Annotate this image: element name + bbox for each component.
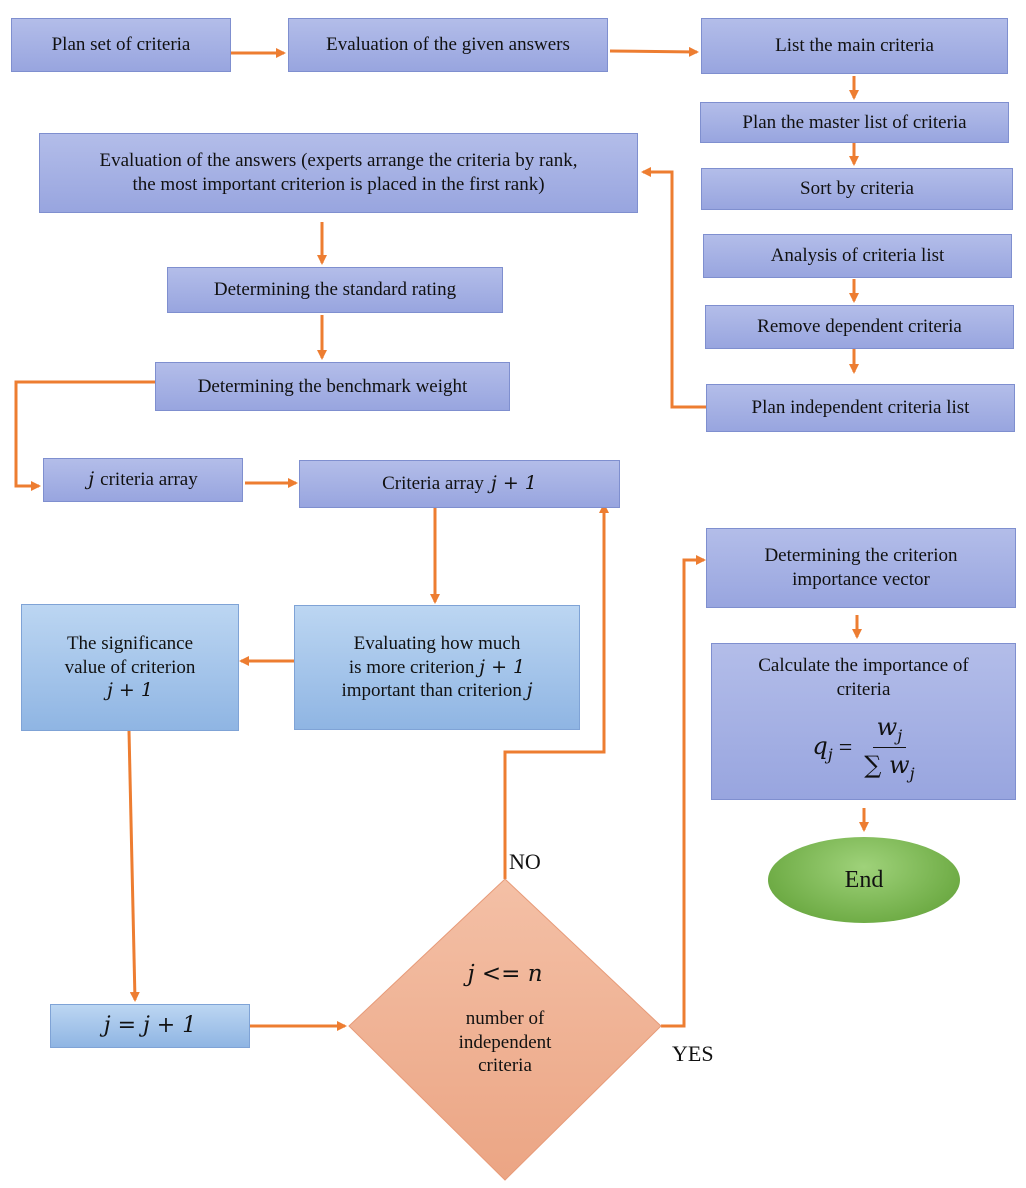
arrow-weight-to-j-array xyxy=(14,380,155,491)
decision-text-line-1: number of xyxy=(465,1007,545,1029)
arrow-decision-yes xyxy=(661,555,706,1028)
node-criterion-importance-vector: Determining the criterion importance vec… xyxy=(706,528,1016,608)
decision-text-line-3: criteria xyxy=(478,1055,532,1077)
node-math: j + 1 xyxy=(107,679,153,702)
end-terminal: End xyxy=(768,837,960,923)
node-text-line-2: the most important criterion is placed i… xyxy=(132,174,545,195)
node-plan-independent-criteria-list: Plan independent criteria list xyxy=(706,384,1015,432)
decision-condition: j <= n xyxy=(467,961,543,987)
node-math: j + 1 xyxy=(490,472,537,495)
end-text: End xyxy=(844,866,884,893)
node-text: Remove dependent criteria xyxy=(757,316,962,338)
decision-text-line-2: independent xyxy=(458,1031,552,1053)
node-increment-j: j = j + 1 xyxy=(50,1004,250,1048)
label-yes: YES xyxy=(672,1041,714,1066)
node-remove-dependent-criteria: Remove dependent criteria xyxy=(705,305,1014,349)
node-evaluating-how-much: Evaluating how much is more criterion j … xyxy=(294,605,580,730)
node-plan-master-list: Plan the master list of criteria xyxy=(700,102,1009,143)
node-text-line-1: Evaluating how much xyxy=(353,632,521,654)
arrow-decision-no-loop xyxy=(503,503,609,879)
node-text: Plan the master list of criteria xyxy=(742,111,967,133)
node-analysis-of-criteria-list: Analysis of criteria list xyxy=(703,234,1012,278)
node-list-main-criteria: List the main criteria xyxy=(701,18,1008,74)
node-text-line-2: value of criterion xyxy=(64,656,196,678)
node-text-line-2: is more criterion j + 1 xyxy=(349,656,525,680)
node-text: Sort by criteria xyxy=(800,178,914,200)
node-text-line-2: criteria xyxy=(836,678,891,700)
node-criteria-array-j-plus-1: Criteria array j + 1 xyxy=(299,460,620,508)
node-text: Plan set of criteria xyxy=(51,34,191,56)
node-determining-benchmark-weight: Determining the benchmark weight xyxy=(155,362,510,411)
formula-fraction: wj ∑ wj xyxy=(864,712,915,784)
node-text: is more criterion xyxy=(348,656,475,678)
node-sort-by-criteria: Sort by criteria xyxy=(701,168,1013,210)
node-math: j xyxy=(526,679,533,702)
importance-formula: qj = wj ∑ wj xyxy=(812,712,914,785)
node-math: j + 1 xyxy=(479,655,526,678)
node-text: Determining the benchmark weight xyxy=(197,375,468,397)
node-text: important than criterion xyxy=(341,680,522,702)
node-plan-set-of-criteria: Plan set of criteria xyxy=(11,18,231,72)
node-text-line-1: Evaluation of the answers (experts arran… xyxy=(99,150,578,172)
node-math: j = j + 1 xyxy=(103,1013,197,1039)
arrow-significance-to-increment xyxy=(127,730,140,1002)
decision-diamond-shape xyxy=(348,878,662,1181)
node-j-criteria-array: j criteria array xyxy=(43,458,243,502)
node-evaluation-of-given-answers: Evaluation of the given answers xyxy=(288,18,608,72)
node-text-line-1: Calculate the importance of xyxy=(758,655,969,676)
node-determining-standard-rating: Determining the standard rating xyxy=(167,267,503,313)
node-math: j xyxy=(88,468,95,491)
arrow-indep-to-eval-answers xyxy=(641,167,706,409)
formula-lhs: qj xyxy=(812,731,833,764)
node-text: List the main criteria xyxy=(775,35,934,57)
decision-diamond: j <= n number of independent criteria xyxy=(405,960,605,1100)
node-text-line-1: Determining the criterion xyxy=(764,545,958,567)
node-text: criteria array xyxy=(100,469,198,491)
node-text: Determining the standard rating xyxy=(213,279,457,301)
node-evaluation-of-answers: Evaluation of the answers (experts arran… xyxy=(39,133,638,213)
formula-equals: = xyxy=(838,734,853,761)
arrow-eval-to-list xyxy=(609,46,699,57)
node-text-line-3: important than criterion j xyxy=(341,679,532,703)
node-text-line-1: The significance xyxy=(66,632,194,654)
node-calculate-importance: Calculate the importance of criteria qj … xyxy=(711,643,1016,800)
node-text: Analysis of criteria list xyxy=(770,245,945,267)
node-text: Evaluation of the given answers xyxy=(326,34,570,56)
node-text-line-2: importance vector xyxy=(792,569,930,590)
node-text: Criteria array xyxy=(382,473,484,495)
node-significance-value: The significance value of criterion j + … xyxy=(21,604,239,731)
node-text: Plan independent criteria list xyxy=(751,397,970,419)
label-no: NO xyxy=(509,849,541,874)
